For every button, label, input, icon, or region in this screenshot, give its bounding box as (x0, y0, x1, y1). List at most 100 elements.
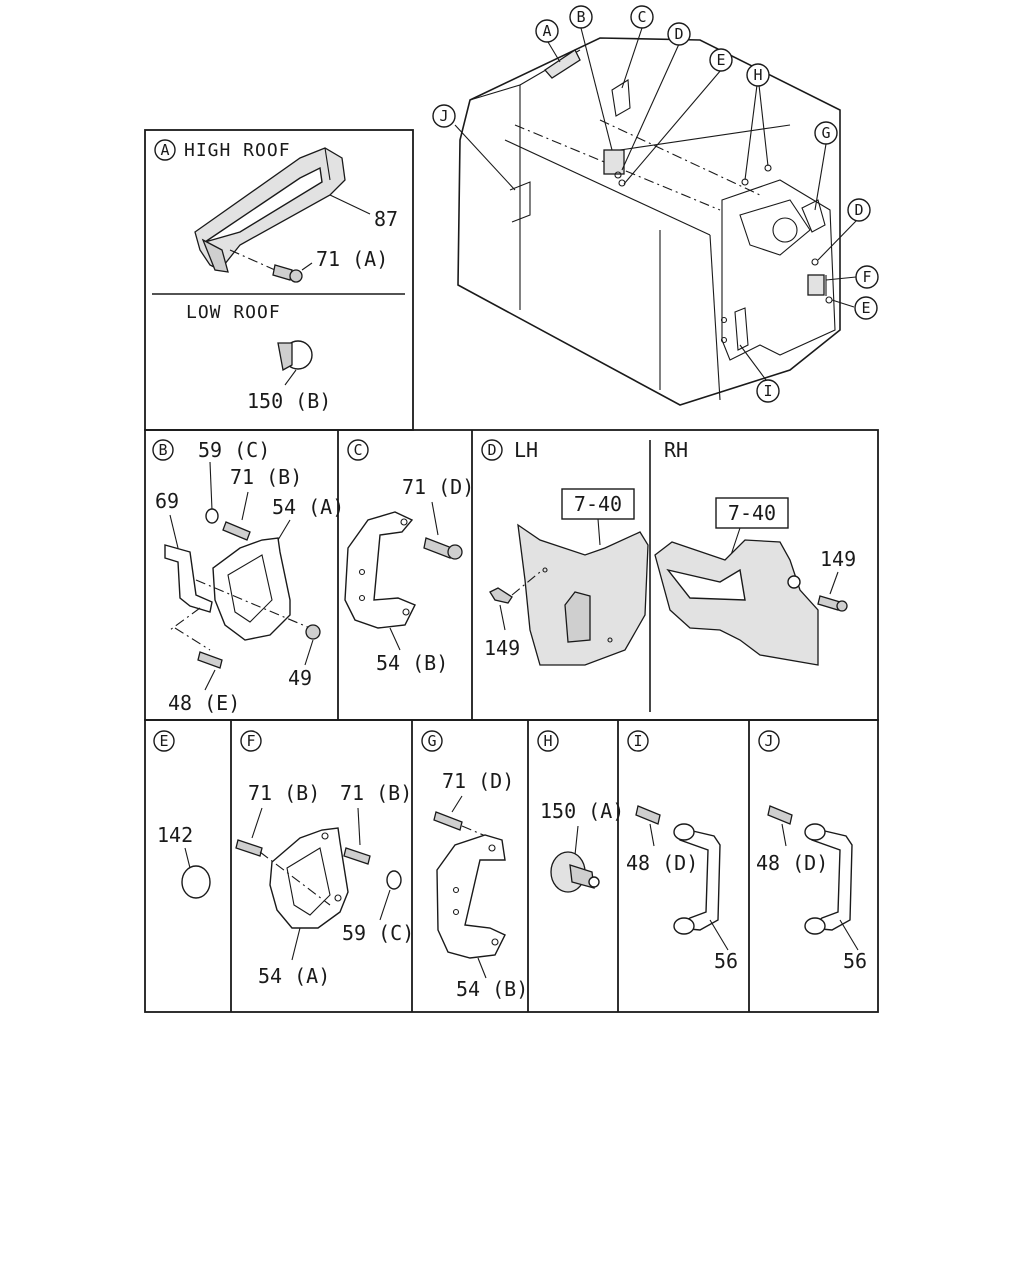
label-142: 142 (157, 823, 193, 847)
svg-text:I: I (763, 382, 772, 400)
plug-142-icon (181, 865, 211, 899)
cab-handle-j-icon (509, 181, 531, 223)
screw-71b-f-left-icon (235, 839, 263, 857)
callout-h: H (746, 63, 770, 87)
svg-text:H: H (753, 66, 762, 84)
svg-text:G: G (821, 124, 830, 142)
svg-text:E: E (861, 299, 870, 317)
svg-text:E: E (716, 51, 725, 69)
label-48d-j: 48 (D) (756, 851, 828, 875)
screw-71d-g-icon (433, 811, 463, 831)
callout-e-right: E (854, 296, 878, 320)
cab-handle-c-icon (611, 79, 631, 117)
svg-text:D: D (674, 25, 683, 43)
screw-71b-icon (222, 521, 251, 541)
label-71a: 71 (A) (316, 247, 388, 271)
bolt-48d-i-icon (635, 805, 661, 825)
panel-a-title: HIGH ROOF (184, 140, 291, 161)
panel-i: I 48 (D) 56 (626, 730, 738, 973)
panel-a-letter: A (160, 141, 169, 159)
callout-d-right: D (847, 198, 871, 222)
bolt-48e-icon (197, 651, 223, 669)
screw-71a-icon (272, 264, 293, 281)
label-87: 87 (374, 207, 398, 231)
ref-box-lh (561, 488, 635, 520)
label-69: 69 (155, 489, 179, 513)
callout-a: A (535, 19, 559, 43)
label-150b: 150 (B) (247, 389, 331, 413)
panel-b-letter: B (158, 441, 167, 459)
screw-71b-f-right-icon (343, 847, 371, 865)
cab-handle-i-icon (734, 307, 749, 351)
plug-59c-f-icon (386, 870, 402, 890)
callout-c: C (630, 5, 654, 29)
svg-text:F: F (862, 268, 871, 286)
label-48d-i: 48 (D) (626, 851, 698, 875)
callout-d: D (667, 22, 691, 46)
callout-i: I (756, 379, 780, 403)
panel-g-letter: G (427, 732, 436, 750)
label-71b-right: 71 (B) (340, 781, 412, 805)
panel-h: H 150 (A) (537, 730, 624, 893)
screw-149-lh-icon (489, 587, 513, 604)
cab-handle-g-icon (801, 199, 826, 233)
panel-d-letter: D (487, 441, 496, 459)
handle-56-j-icon (808, 827, 853, 931)
panel-c: C 71 (D) 54 (B) (344, 439, 474, 675)
label-54b-g: 54 (B) (456, 977, 528, 1001)
panel-j-letter: J (764, 732, 773, 750)
cab-handle-a-icon (544, 49, 581, 79)
label-54b: 54 (B) (376, 651, 448, 675)
label-71b-left: 71 (B) (248, 781, 320, 805)
bolt-48d-j-icon (767, 805, 793, 825)
label-56-j: 56 (843, 949, 867, 973)
svg-text:C: C (637, 8, 646, 26)
screw-149-rh-icon (817, 595, 841, 611)
panel-f-letter: F (246, 732, 255, 750)
handle-54a-f-icon (269, 827, 349, 929)
svg-text:D: D (854, 201, 863, 219)
panel-i-letter: I (633, 732, 642, 750)
panel-a-subtitle: LOW ROOF (186, 302, 281, 323)
label-71d-g: 71 (D) (442, 769, 514, 793)
cab-handle-f-icon (807, 274, 825, 296)
label-49: 49 (288, 666, 312, 690)
ref-box-rh (715, 497, 789, 529)
label-54a-f: 54 (A) (258, 964, 330, 988)
svg-text:J: J (439, 107, 448, 125)
panel-a: A HIGH ROOF LOW ROOF 87 71 (A) 150 (B) (144, 129, 414, 431)
label-149-lh: 149 (484, 636, 520, 660)
label-56-i: 56 (714, 949, 738, 973)
ref-rh: 7-40 (728, 501, 776, 525)
label-54a: 54 (A) (272, 495, 344, 519)
callout-e: E (709, 48, 733, 72)
panel-d-rh: RH (664, 438, 688, 462)
screw-71d-icon (423, 537, 453, 559)
svg-text:B: B (576, 8, 585, 26)
ref-lh: 7-40 (574, 492, 622, 516)
panel-d: D LH RH 7-40 149 7-40 149 (481, 438, 856, 666)
bracket-69-icon (164, 544, 213, 613)
handle-54a-icon (212, 537, 291, 641)
label-71b: 71 (B) (230, 465, 302, 489)
callout-b: B (569, 5, 593, 29)
handle-54b-g-icon (436, 834, 506, 959)
row3-frame (144, 719, 879, 1013)
label-71d: 71 (D) (402, 475, 474, 499)
panel-j: J 48 (D) 56 (756, 730, 867, 973)
cab-overview: A B C D E H G D F E I J (432, 5, 879, 406)
callout-g: G (814, 121, 838, 145)
panel-e: E 142 (153, 730, 211, 899)
label-150a: 150 (A) (540, 799, 624, 823)
cab-handle-b-icon (603, 149, 625, 175)
callout-j: J (432, 104, 456, 128)
panel-f: F 71 (B) 71 (B) 59 (C) 54 (A) (235, 730, 414, 988)
label-59c: 59 (C) (198, 438, 270, 462)
label-149-rh: 149 (820, 547, 856, 571)
label-48e: 48 (E) (168, 691, 240, 715)
callout-f: F (855, 265, 879, 289)
svg-text:A: A (542, 22, 551, 40)
handle-54b-icon (344, 511, 416, 629)
label-59c-f: 59 (C) (342, 921, 414, 945)
